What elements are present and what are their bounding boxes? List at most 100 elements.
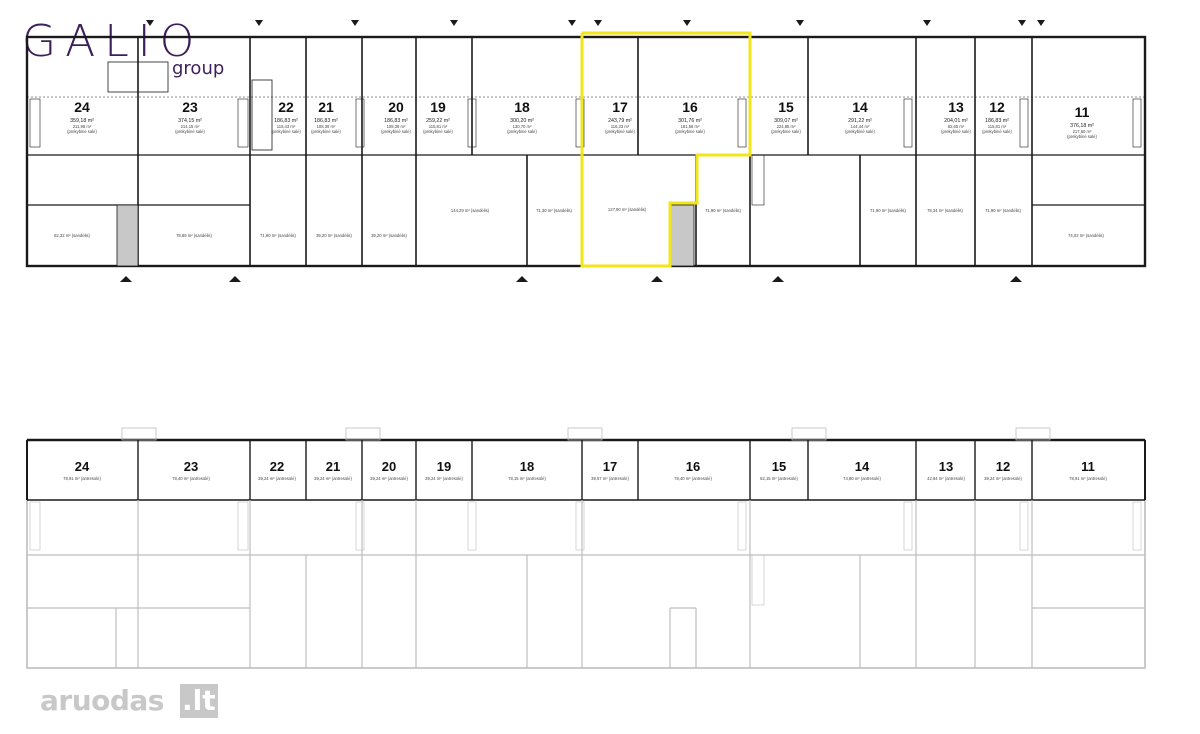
svg-text:23: 23: [184, 459, 198, 474]
ground-unit-19: 19 259,22 m² 115,81 m² (prekybinė salė) …: [423, 99, 490, 213]
ground-floor-plan: [25, 20, 1147, 282]
upper-stairs: [29, 501, 1142, 606]
svg-text:71,90 m² (sandėlis): 71,90 m² (sandėlis): [870, 208, 906, 213]
svg-text:(prekybinė salė): (prekybinė salė): [845, 129, 875, 134]
svg-text:(prekybinė salė): (prekybinė salė): [1067, 134, 1097, 139]
svg-text:71,90 m² (sandėlis): 71,90 m² (sandėlis): [260, 233, 296, 238]
watermark-text: aruodas: [40, 684, 164, 717]
svg-text:23: 23: [182, 99, 198, 115]
ground-unit-14: 14 291,22 m² 144,44 m² (prekybinė salė) …: [845, 99, 906, 213]
ground-labels: 24 359,18 m² 211,98 m² (prekybinė salė) …: [54, 99, 1104, 238]
svg-text:(prekybinė salė): (prekybinė salė): [175, 129, 205, 134]
svg-text:78,40 m² (antresolė): 78,40 m² (antresolė): [172, 476, 210, 481]
svg-text:39,24 m² (antresolė): 39,24 m² (antresolė): [314, 476, 352, 481]
svg-text:(prekybinė salė): (prekybinė salė): [507, 129, 537, 134]
unit-partitions: [137, 37, 1033, 266]
svg-text:24: 24: [74, 99, 90, 115]
logo-sub: group: [172, 58, 225, 79]
ground-unit-12: 12 186,83 m² 115,81 m² (prekybinė salė) …: [982, 99, 1021, 213]
svg-text:39,20 m² (sandėlis): 39,20 m² (sandėlis): [371, 233, 407, 238]
galio-group-logo: GALIO group: [22, 18, 232, 88]
svg-text:127,90 m² (sandėlis): 127,90 m² (sandėlis): [608, 207, 647, 212]
upper-unit-15: 15 82,15 m² (antresolė): [760, 459, 798, 481]
svg-text:130,70 m²: 130,70 m²: [513, 124, 532, 129]
svg-text:13: 13: [948, 99, 964, 115]
svg-text:20: 20: [388, 99, 404, 115]
svg-text:376,18 m²: 376,18 m²: [1070, 123, 1094, 129]
upper-outer-wall: [26, 439, 1146, 669]
svg-text:204,01 m²: 204,01 m²: [944, 118, 968, 124]
upper-unit-18: 18 78,15 m² (antresolė): [508, 459, 546, 481]
unit-17-highlight: [580, 31, 752, 268]
ground-unit-11: 11 376,18 m² 217,60 m² (prekybinė salė) …: [1067, 104, 1104, 238]
svg-text:144,44 m²: 144,44 m²: [851, 124, 870, 129]
svg-text:21: 21: [326, 459, 340, 474]
svg-text:15: 15: [772, 459, 786, 474]
ground-unit-21: 21 186,83 m² 108,39 m² (prekybinė salė) …: [311, 99, 352, 238]
svg-text:(prekybinė salė): (prekybinė salė): [771, 129, 801, 134]
svg-text:21: 21: [318, 99, 334, 115]
svg-text:39,24 m² (antresolė): 39,24 m² (antresolė): [258, 476, 296, 481]
svg-text:19: 19: [437, 459, 451, 474]
svg-text:(prekybinė salė): (prekybinė salė): [381, 129, 411, 134]
svg-text:(prekybinė salė): (prekybinė salė): [311, 129, 341, 134]
svg-text:(prekybinė salė): (prekybinė salė): [675, 129, 705, 134]
watermark-tld: .lt: [180, 684, 218, 718]
aruodas-watermark: aruodas .lt: [40, 682, 240, 722]
upper-floor-plan: [26, 427, 1146, 669]
ground-unit-20: 20 186,83 m² 108,39 m² (prekybinė salė) …: [371, 99, 411, 238]
svg-text:74,02 m² (sandėlis): 74,02 m² (sandėlis): [1068, 233, 1104, 238]
logo-word: GALIO: [22, 16, 204, 67]
svg-text:(prekybinė salė): (prekybinė salė): [941, 129, 971, 134]
svg-text:186,83 m²: 186,83 m²: [314, 118, 338, 124]
svg-text:39,24 m² (antresolė): 39,24 m² (antresolė): [370, 476, 408, 481]
upper-unit-16: 16 78,40 m² (antresolė): [674, 459, 712, 481]
upper-unit-11: 11 78,91 m² (antresolė): [1069, 459, 1107, 481]
svg-text:224,85 m²: 224,85 m²: [777, 124, 796, 129]
svg-text:78,89 m² (sandėlis): 78,89 m² (sandėlis): [176, 233, 212, 238]
svg-text:(prekybinė salė): (prekybinė salė): [605, 129, 635, 134]
svg-text:186,83 m²: 186,83 m²: [384, 118, 408, 124]
svg-text:78,40 m² (antresolė): 78,40 m² (antresolė): [674, 476, 712, 481]
stairs: [29, 98, 1142, 206]
ground-unit-16: 16 301,76 m² 181,56 m² (prekybinė salė) …: [675, 99, 741, 213]
svg-text:217,60 m²: 217,60 m²: [1073, 129, 1092, 134]
svg-text:62,32 m² (sandėlis): 62,32 m² (sandėlis): [54, 233, 90, 238]
svg-text:17: 17: [612, 99, 628, 115]
svg-text:359,18 m²: 359,18 m²: [70, 118, 94, 124]
ground-unit-15: 15 309,07 m² 224,85 m² (prekybinė salė): [771, 99, 801, 134]
svg-text:291,22 m²: 291,22 m²: [848, 118, 872, 124]
svg-text:12: 12: [996, 459, 1010, 474]
svg-text:(prekybinė salė): (prekybinė salė): [423, 129, 453, 134]
upper-unit-23: 23 78,40 m² (antresolė): [172, 459, 210, 481]
svg-text:115,43 m²: 115,43 m²: [277, 124, 296, 129]
entrance-markers: [120, 20, 1045, 282]
svg-text:211,98 m²: 211,98 m²: [73, 124, 92, 129]
svg-text:116,33 m²: 116,33 m²: [611, 124, 630, 129]
upper-unit-17: 17 39,57 m² (antresolė): [591, 459, 629, 481]
upper-partitions-grey: [27, 500, 1145, 668]
upper-unit-12: 12 39,24 m² (antresolė): [984, 459, 1022, 481]
svg-text:186,83 m²: 186,83 m²: [985, 118, 1009, 124]
svg-text:82,15 m² (antresolė): 82,15 m² (antresolė): [760, 476, 798, 481]
upper-partitions-dark: [137, 440, 1033, 500]
svg-text:13: 13: [939, 459, 953, 474]
svg-text:14: 14: [855, 459, 870, 474]
upper-unit-13: 13 42,84 m² (antresolė): [927, 459, 965, 481]
upper-unit-24: 24 78,91 m² (antresolė): [63, 459, 101, 481]
svg-text:11: 11: [1075, 104, 1090, 120]
svg-text:78,15 m² (antresolė): 78,15 m² (antresolė): [508, 476, 546, 481]
ground-unit-24: 24 359,18 m² 211,98 m² (prekybinė salė) …: [54, 99, 97, 238]
service-shaft-left: [116, 204, 139, 267]
ground-unit-18: 18 300,20 m² 130,70 m² (prekybinė salė) …: [507, 99, 572, 213]
svg-text:22: 22: [278, 99, 294, 115]
svg-text:(prekybinė salė): (prekybinė salė): [982, 129, 1012, 134]
ground-unit-13: 13 204,01 m² 82,65 m² (prekybinė salė) 7…: [927, 99, 971, 213]
service-shaft-right: [669, 204, 695, 267]
svg-text:71,30 m² (sandėlis): 71,30 m² (sandėlis): [536, 208, 572, 213]
svg-text:14: 14: [852, 99, 868, 115]
svg-text:15: 15: [778, 99, 794, 115]
svg-text:74,80 m² (antresolė): 74,80 m² (antresolė): [843, 476, 881, 481]
svg-text:374,15 m²: 374,15 m²: [178, 118, 202, 124]
svg-text:39,24 m² (antresolė): 39,24 m² (antresolė): [984, 476, 1022, 481]
